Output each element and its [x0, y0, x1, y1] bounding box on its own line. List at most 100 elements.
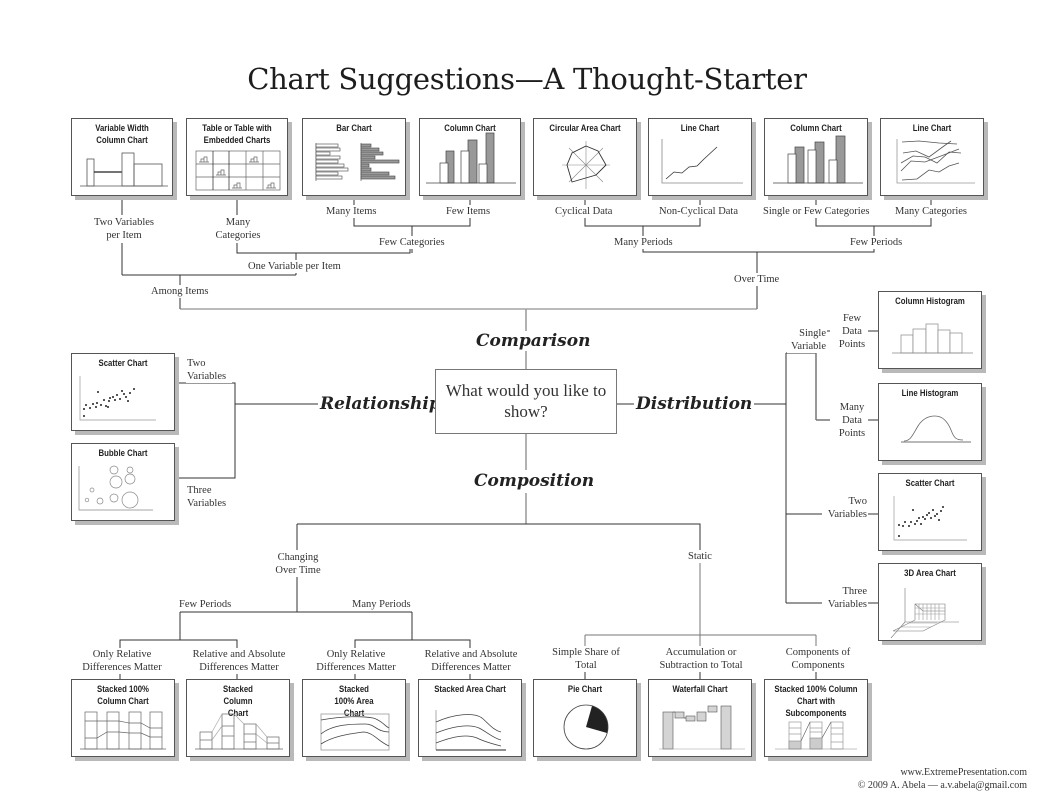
stacked-column-icon: [195, 713, 283, 750]
label-changing-over-time: Changing Over Time: [266, 551, 330, 577]
label-many-categories-line: Many Categories: [894, 205, 969, 218]
card-title: Scatter Chart: [98, 358, 148, 369]
card-line-histogram[interactable]: Line Histogram: [878, 383, 982, 461]
card-title: 3D Area Chart: [904, 568, 956, 579]
card-title: Line Chart: [680, 123, 720, 134]
label-non-cyclical-data: Non-Cyclical Data: [658, 205, 740, 218]
footer: www.ExtremePresentation.com © 2009 A. Ab…: [858, 766, 1027, 792]
card-pie-chart[interactable]: Pie Chart: [533, 679, 637, 757]
card-scatter-chart-distribution[interactable]: Scatter Chart: [878, 473, 982, 551]
label-few-periods-bottom: Few Periods: [178, 598, 233, 611]
card-title: Bubble Chart: [98, 448, 148, 459]
label-accumulation: Accumulation or Subtraction to Total: [650, 646, 752, 672]
card-title: Column Chart: [790, 123, 842, 134]
scatter-chart-icon: [79, 376, 156, 421]
card-title: Stacked 100% Column Chart: [97, 684, 149, 707]
label-one-variable-per-item: One Variable per Item: [247, 260, 342, 273]
card-column-histogram[interactable]: Column Histogram: [878, 291, 982, 369]
card-scatter-chart-relationship[interactable]: Scatter Chart: [71, 353, 175, 431]
label-two-variables-per-item: Two Variables per Item: [88, 216, 160, 242]
bar-chart-icon: [315, 143, 400, 181]
card-table-embedded-charts[interactable]: Table or Table with Embedded Charts: [186, 118, 288, 196]
label-distribution-three-variables: Three Variables: [822, 585, 868, 611]
column-histogram-icon: [892, 323, 973, 354]
card-circular-area-chart[interactable]: Circular Area Chart: [533, 118, 637, 196]
card-title: Waterfall Chart: [672, 684, 728, 695]
card-title: Stacked 100% Column Chart with Subcompon…: [774, 684, 858, 719]
label-few-items: Few Items: [445, 205, 492, 218]
card-stacked-column-chart[interactable]: Stacked Column Chart: [186, 679, 290, 757]
category-composition[interactable]: Composition: [472, 471, 597, 491]
stacked-100-subcomponents-icon: [775, 721, 857, 750]
page-title: Chart Suggestions—A Thought-Starter: [247, 62, 807, 96]
label-cyclical-data: Cyclical Data: [554, 205, 614, 218]
label-single-variable: Single Variable: [787, 327, 827, 353]
card-line-chart-many-categories[interactable]: Line Chart: [880, 118, 984, 196]
label-simple-share: Simple Share of Total: [548, 646, 624, 672]
label-few-categories: Few Categories: [378, 236, 446, 249]
card-title: Pie Chart: [567, 684, 603, 695]
label-relative-absolute-1: Relative and Absolute Differences Matter: [186, 648, 292, 674]
label-relationship-two-variables: Two Variables: [186, 357, 232, 383]
card-stacked-area-chart[interactable]: Stacked Area Chart: [418, 679, 522, 757]
label-many-data-points: Many Data Points: [836, 401, 868, 440]
line-chart-icon: [661, 139, 743, 184]
card-bubble-chart[interactable]: Bubble Chart: [71, 443, 175, 521]
card-title: Table or Table with Embedded Charts: [202, 123, 272, 146]
3d-area-chart-icon: [890, 588, 959, 639]
bubble-chart-icon: [78, 465, 153, 511]
column-chart-icon: [773, 135, 863, 184]
card-title: Stacked Area Chart: [434, 684, 506, 695]
card-stacked-100-area-chart[interactable]: Stacked 100% Area Chart: [302, 679, 406, 757]
label-among-items: Among Items: [150, 285, 210, 298]
card-title: Stacked Column Chart: [223, 684, 253, 719]
label-many-categories-table: Many Categories: [206, 216, 270, 242]
label-few-data-points: Few Data Points: [836, 312, 868, 351]
waterfall-chart-icon: [659, 705, 745, 750]
card-title: Column Histogram: [895, 296, 965, 307]
card-variable-width-column-chart[interactable]: Variable Width Column Chart: [71, 118, 173, 196]
label-many-periods-top: Many Periods: [613, 236, 674, 249]
card-waterfall-chart[interactable]: Waterfall Chart: [648, 679, 752, 757]
card-bar-chart[interactable]: Bar Chart: [302, 118, 406, 196]
table-chart-icon: [195, 150, 281, 191]
card-title: Line Histogram: [901, 388, 959, 399]
card-title: Bar Chart: [336, 123, 372, 134]
label-relative-absolute-2: Relative and Absolute Differences Matter: [418, 648, 524, 674]
category-relationship[interactable]: Relationship: [318, 394, 443, 414]
card-title: Variable Width Column Chart: [95, 123, 149, 146]
stacked-100-column-icon: [80, 711, 166, 750]
card-line-chart-non-cyclical[interactable]: Line Chart: [648, 118, 752, 196]
label-many-periods-bottom: Many Periods: [351, 598, 412, 611]
scatter-chart-icon: [893, 496, 967, 541]
stacked-area-icon: [435, 710, 506, 751]
label-many-items: Many Items: [325, 205, 378, 218]
central-question: What would you like to show?: [435, 369, 617, 434]
category-distribution[interactable]: Distribution: [634, 394, 755, 414]
card-column-chart-few-categories[interactable]: Column Chart: [764, 118, 868, 196]
label-distribution-two-variables: Two Variables: [822, 495, 868, 521]
label-only-relative-2: Only Relative Differences Matter: [305, 648, 407, 674]
card-title: Stacked 100% Area Chart: [334, 684, 374, 719]
label-few-periods-top: Few Periods: [849, 236, 904, 249]
label-relationship-three-variables: Three Variables: [186, 484, 232, 510]
stacked-100-area-icon: [320, 713, 390, 751]
footer-copyright: © 2009 A. Abela — a.v.abela@gmail.com: [857, 780, 1027, 791]
card-stacked-100-column-subcomponents[interactable]: Stacked 100% Column Chart with Subcompon…: [764, 679, 868, 757]
variable-width-column-chart-icon: [80, 152, 168, 187]
label-components: Components of Components: [776, 646, 860, 672]
card-title: Column Chart: [444, 123, 496, 134]
column-chart-icon: [426, 132, 516, 184]
label-static: Static: [687, 550, 713, 563]
label-single-or-few-categories: Single or Few Categories: [762, 205, 871, 218]
card-3d-area-chart[interactable]: 3D Area Chart: [878, 563, 982, 641]
card-stacked-100-column-chart[interactable]: Stacked 100% Column Chart: [71, 679, 175, 757]
footer-website[interactable]: www.ExtremePresentation.com: [900, 767, 1027, 778]
radar-chart-icon: [562, 141, 610, 189]
category-comparison[interactable]: Comparison: [474, 331, 593, 351]
card-column-chart-few-items[interactable]: Column Chart: [419, 118, 521, 196]
card-title: Scatter Chart: [905, 478, 955, 489]
line-histogram-icon: [901, 415, 971, 443]
card-title: Line Chart: [912, 123, 952, 134]
